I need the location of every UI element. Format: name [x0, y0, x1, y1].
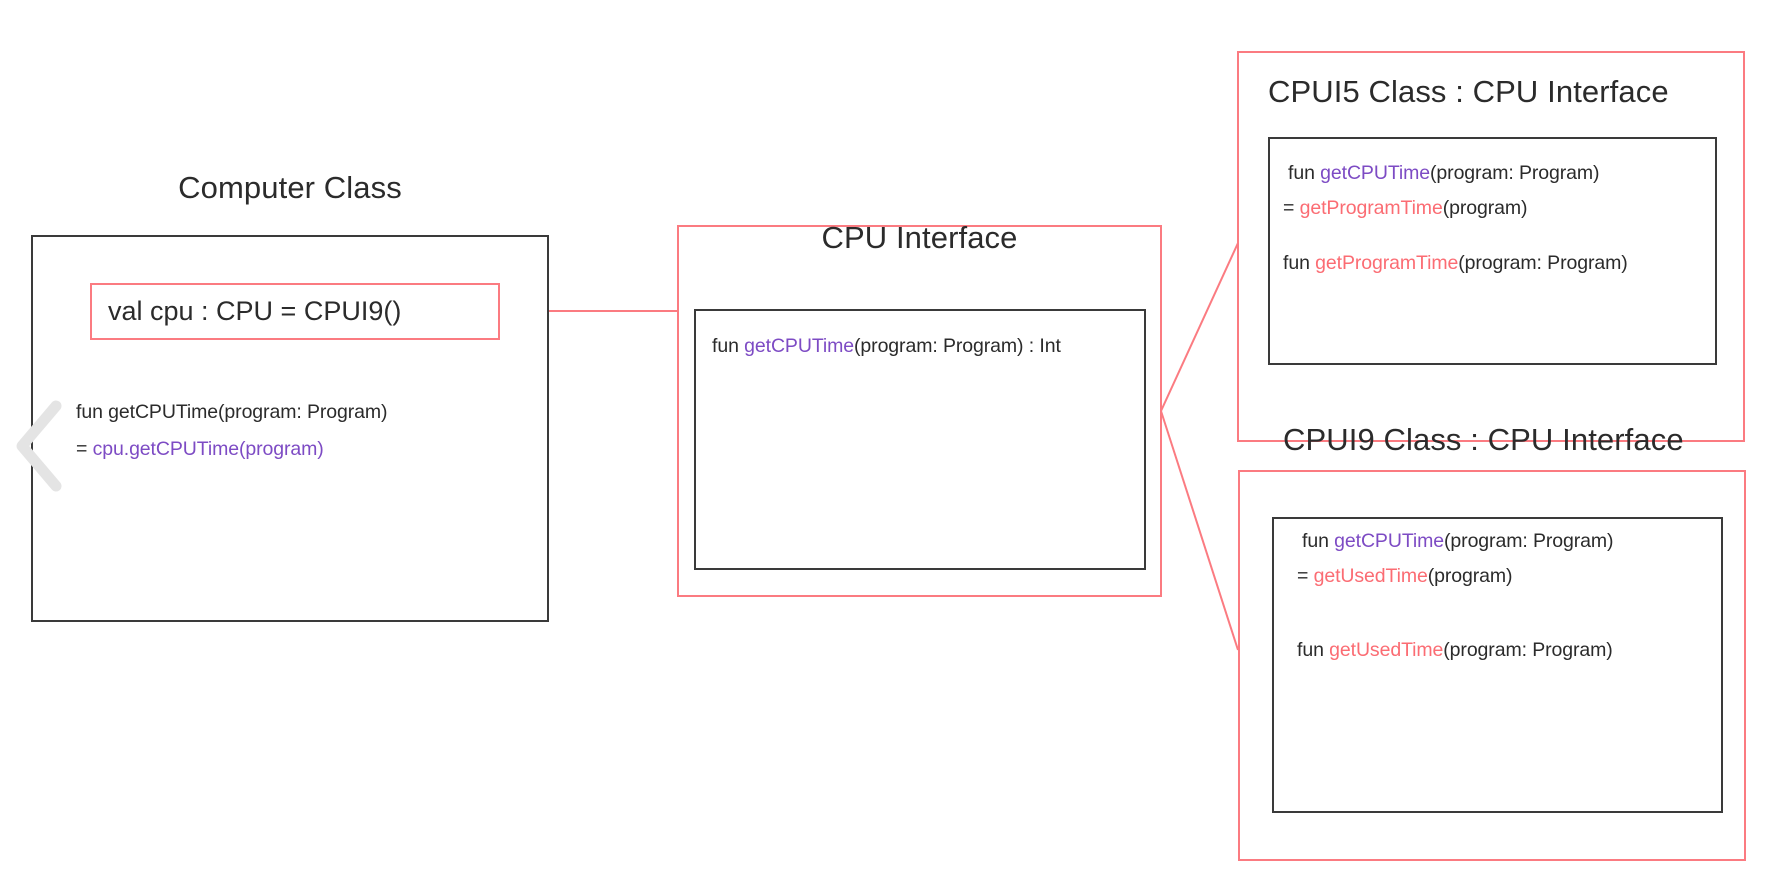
assign-operator: = — [1297, 565, 1314, 587]
method-params: (program: Program) — [218, 401, 388, 423]
method-name: getProgramTime — [1315, 252, 1459, 274]
connector-interface-to-cpui5 — [1160, 242, 1239, 412]
fun-keyword: fun — [1297, 639, 1330, 661]
fun-keyword: fun — [1283, 252, 1316, 274]
cpu-interface-method-line1: fun getCPUTime(program: Program) : Int — [712, 335, 1061, 358]
assign-operator: = — [1283, 197, 1300, 219]
cpui5-class-panel — [1237, 51, 1745, 442]
cpui5-class-title: CPUI5 Class : CPU Interface — [1268, 74, 1669, 109]
cpu-interface-panel — [677, 225, 1162, 597]
method-name: getCPUTime — [1334, 530, 1445, 552]
computer-class-method-line1: fun getCPUTime(program: Program) — [76, 401, 388, 424]
cpu-interface-members-box — [694, 309, 1146, 570]
cpui9-class-title: CPUI9 Class : CPU Interface — [1283, 422, 1684, 457]
cpui5-method0-line1: fun getCPUTime(program: Program) — [1288, 162, 1600, 185]
computer-class-method-line2: = cpu.getCPUTime(program) — [76, 438, 324, 461]
computer-class-property-highlight[interactable] — [90, 283, 500, 340]
cpui9-class-panel — [1238, 470, 1746, 861]
cpui5-method1-line1: fun getProgramTime(program: Program) — [1283, 252, 1628, 275]
fun-keyword: fun — [76, 401, 109, 423]
connector-interface-to-cpui9 — [1160, 410, 1239, 651]
method-name: getProgramTime — [1299, 197, 1443, 219]
method-params: (program: Program) — [1458, 252, 1628, 274]
cpui9-members-box — [1272, 517, 1723, 813]
method-body-call: cpu.getCPUTime(program) — [92, 438, 324, 460]
fun-keyword: fun — [1288, 162, 1321, 184]
cpui9-method0-line2: = getUsedTime(program) — [1297, 565, 1513, 588]
method-name: getUsedTime — [1313, 565, 1428, 587]
computer-class-box — [31, 235, 549, 622]
method-params: (program) — [1442, 197, 1528, 219]
method-params: (program: Program) : Int — [854, 335, 1061, 357]
method-name: getUsedTime — [1329, 639, 1444, 661]
method-params: (program: Program) — [1443, 639, 1613, 661]
method-name: getCPUTime — [108, 401, 219, 423]
cpui9-method1-line1: fun getUsedTime(program: Program) — [1297, 639, 1613, 662]
assign-operator: = — [76, 438, 93, 460]
cpui9-method0-line1: fun getCPUTime(program: Program) — [1302, 530, 1614, 553]
method-name: getCPUTime — [744, 335, 855, 357]
method-params: (program) — [1427, 565, 1513, 587]
computer-class-property-text: val cpu : CPU = CPUI9() — [108, 296, 402, 326]
cpui5-members-box — [1268, 137, 1717, 365]
cpu-interface-title: CPU Interface — [821, 220, 1018, 255]
computer-class-title: Computer Class — [178, 170, 402, 205]
fun-keyword: fun — [712, 335, 745, 357]
method-name: getCPUTime — [1320, 162, 1431, 184]
fun-keyword: fun — [1302, 530, 1335, 552]
method-params: (program: Program) — [1444, 530, 1614, 552]
method-params: (program: Program) — [1430, 162, 1600, 184]
chevron-left-icon[interactable] — [8, 392, 70, 500]
cpui5-method0-line2: = getProgramTime(program) — [1283, 197, 1528, 220]
